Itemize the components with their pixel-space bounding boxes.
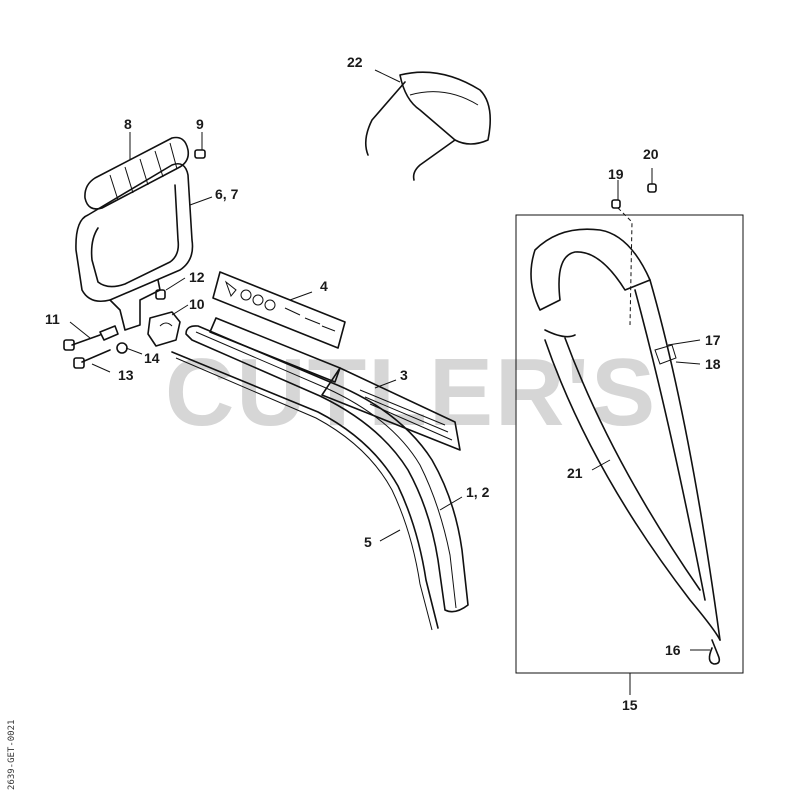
callout-22: 22 — [347, 54, 363, 70]
bolt-11-part — [63, 325, 119, 351]
callout-10: 10 — [189, 296, 205, 312]
callout-6-7: 6, 7 — [215, 186, 239, 202]
leader-lines — [69, 69, 710, 695]
callout-18: 18 — [705, 356, 721, 372]
snap-hook-part — [708, 639, 721, 665]
callout-9: 9 — [196, 116, 204, 132]
screw-9-part — [194, 149, 206, 159]
diagram-code: 2639-GET-0021 — [7, 720, 17, 790]
callout-5: 5 — [364, 534, 372, 550]
callout-17: 17 — [705, 332, 721, 348]
shaft-tube-part — [185, 325, 469, 613]
callout-4: 4 — [320, 278, 328, 294]
callout-1-2: 1, 2 — [466, 484, 490, 500]
nut-20-part — [647, 183, 657, 193]
watermark-text: CUTLER'S — [165, 339, 657, 446]
callout-20: 20 — [643, 146, 659, 162]
callout-11: 11 — [45, 311, 60, 327]
screw-19-part — [611, 199, 621, 209]
assembly-line — [617, 207, 633, 326]
callout-13: 13 — [118, 367, 134, 383]
callout-21: 21 — [567, 465, 583, 481]
safety-glasses-part — [364, 71, 491, 181]
clamp-part — [147, 311, 181, 347]
callout-16: 16 — [665, 642, 681, 658]
screw-12-part — [155, 289, 166, 300]
callout-19: 19 — [608, 166, 624, 182]
harness-part — [530, 228, 721, 641]
callout-8: 8 — [124, 116, 132, 132]
drive-shaft-part — [171, 351, 439, 631]
callout-12: 12 — [189, 269, 205, 285]
callout-3: 3 — [400, 367, 408, 383]
decal-4-part — [212, 271, 346, 349]
bolt-13-part — [73, 349, 111, 369]
loop-handle-part — [75, 162, 194, 331]
callout-14: 14 — [144, 350, 160, 366]
grip-part — [84, 136, 190, 210]
washer-14-part — [116, 342, 128, 354]
callout-15: 15 — [622, 697, 638, 713]
